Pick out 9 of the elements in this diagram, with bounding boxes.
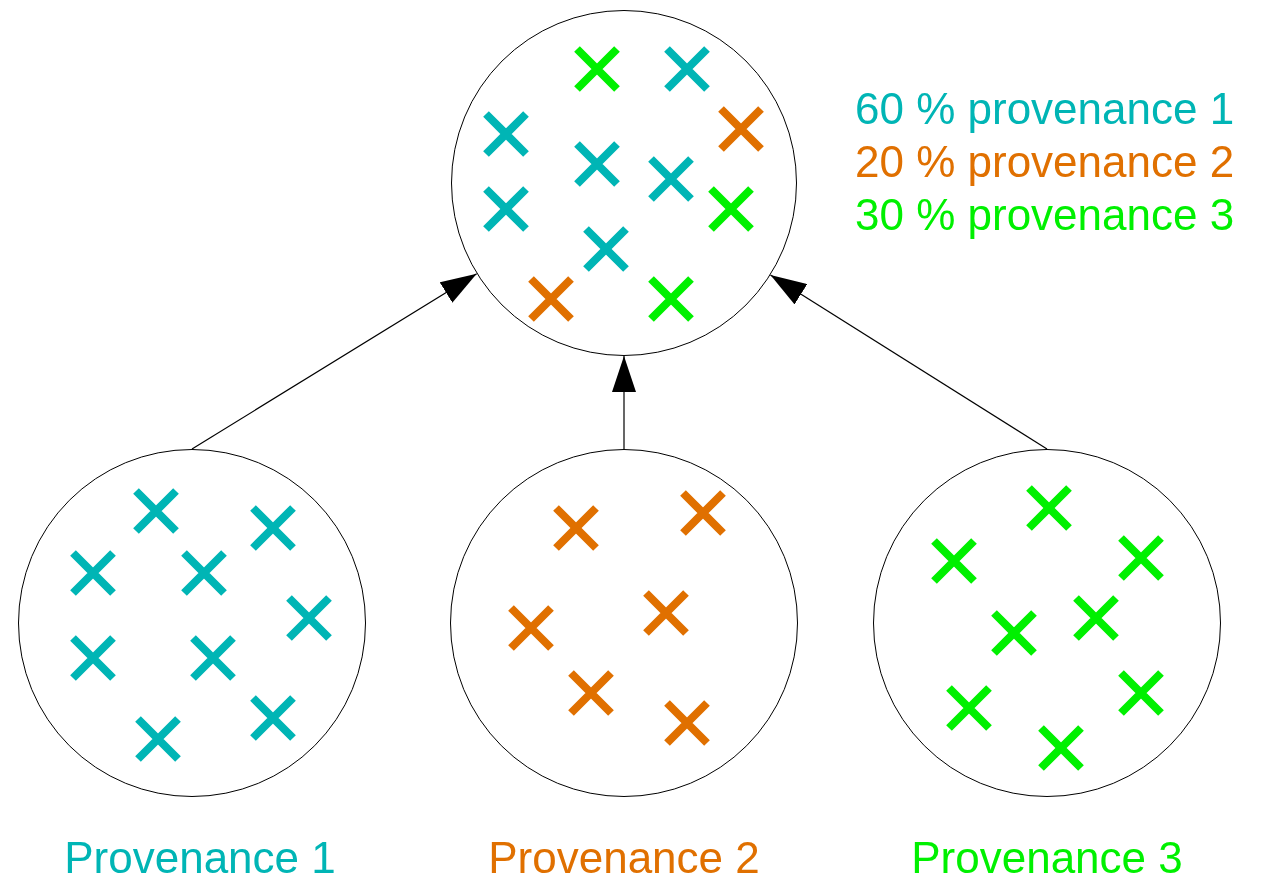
percentage-text: 20 % provenance 2 bbox=[855, 140, 1235, 184]
arrow bbox=[612, 355, 636, 450]
group-caption: Provenance 1 bbox=[64, 836, 336, 877]
arrow bbox=[769, 274, 1048, 450]
arrow bbox=[191, 273, 478, 450]
group-caption: Provenance 3 bbox=[911, 836, 1183, 877]
percentage-text: 60 % provenance 1 bbox=[855, 87, 1235, 131]
group-caption: Provenance 2 bbox=[488, 836, 760, 877]
percentage-text: 30 % provenance 3 bbox=[855, 193, 1235, 237]
